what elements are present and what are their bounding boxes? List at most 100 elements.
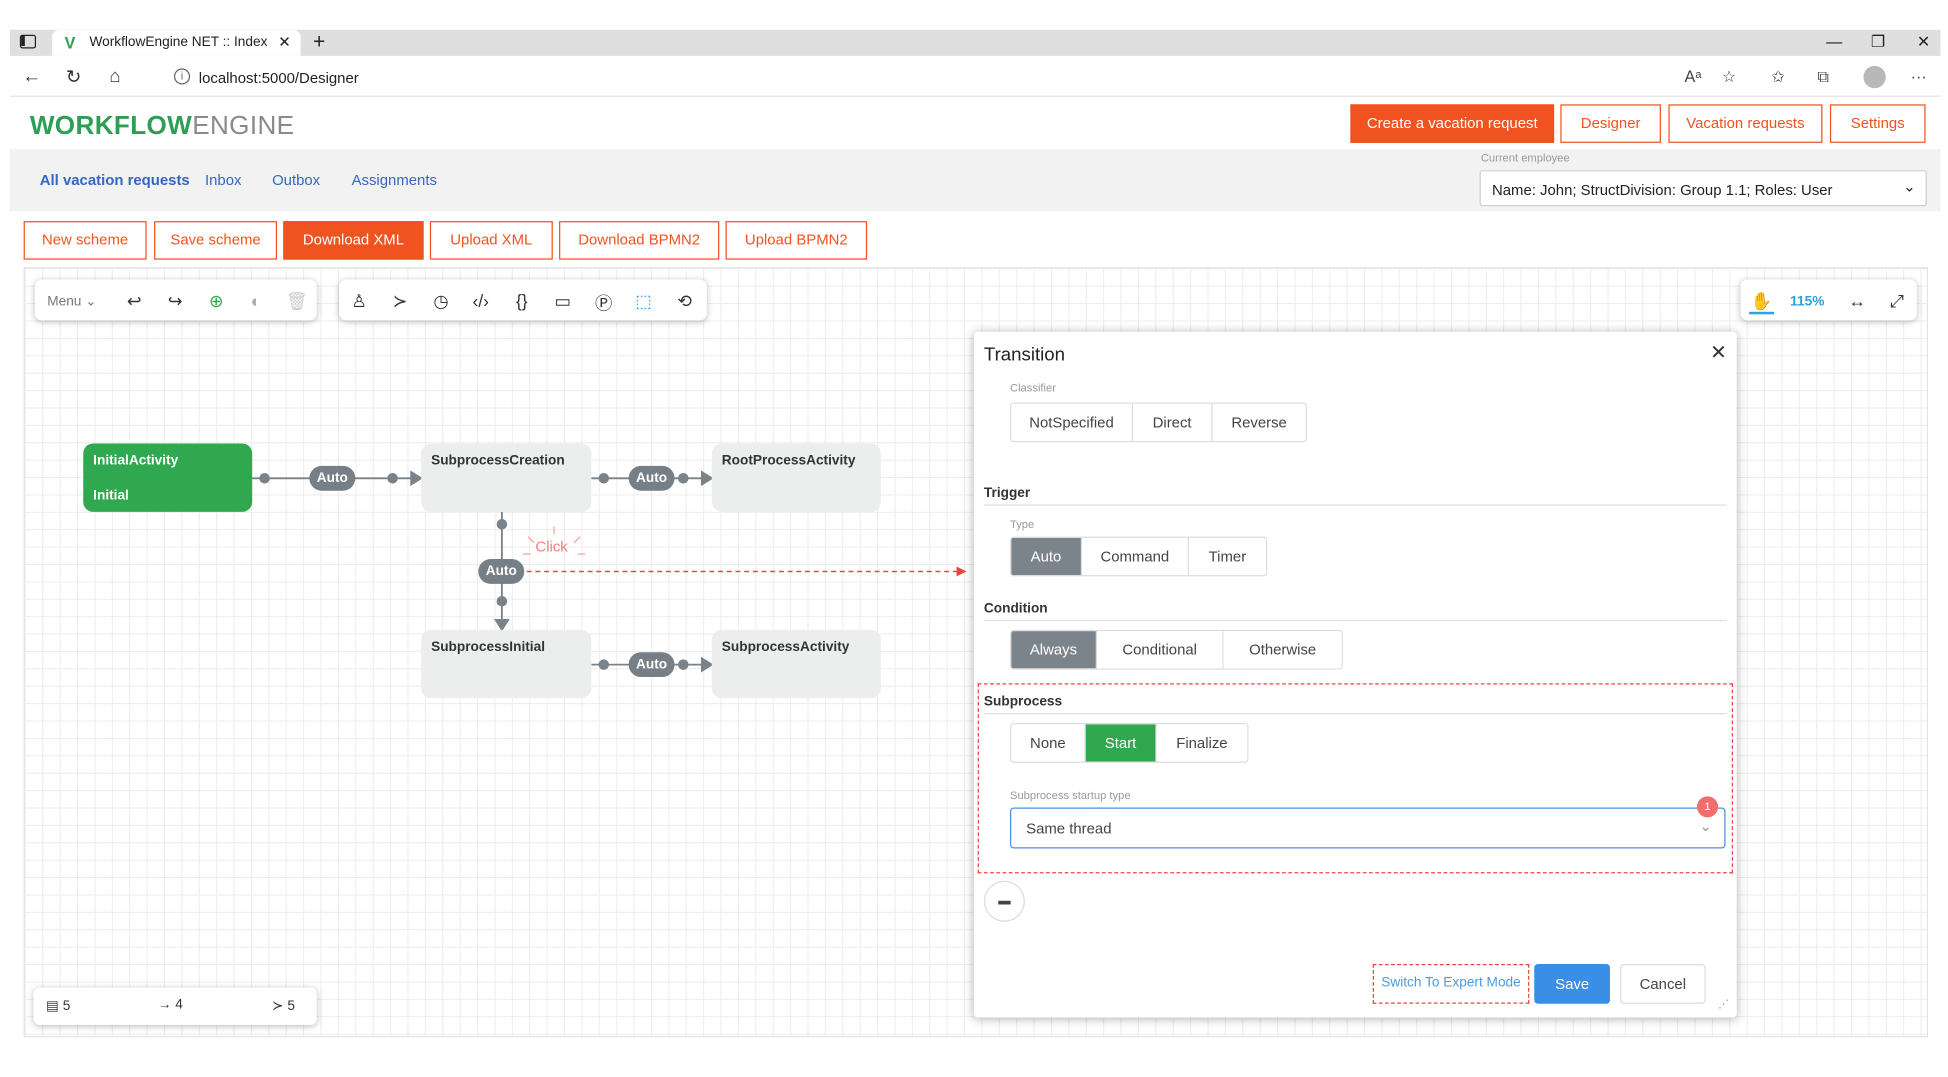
collections-icon[interactable]: ⧉ [1817,67,1830,86]
nav-assignments[interactable]: Assignments [351,171,437,189]
classifier-notspecified[interactable]: NotSpecified [1011,403,1133,442]
app-logo[interactable]: WORKFLOWENGINE [30,112,295,142]
vacation-requests-button[interactable]: Vacation requests [1668,104,1823,143]
close-icon[interactable]: ✕ [1710,342,1727,364]
commands-icon[interactable]: ≻ [392,290,408,311]
transitions-counter[interactable]: → 4 [158,998,183,1013]
save-button[interactable]: Save [1534,964,1611,1004]
activities-counter[interactable]: ▤ 5 [46,998,70,1014]
zoom-level[interactable]: 115% [1790,294,1825,310]
selection-icon[interactable]: ⬚ [635,290,652,311]
element-counters: ▤ 5 → 4 ≻ 5 [33,987,317,1025]
activity-subprocess-creation[interactable]: SubprocessCreation [421,443,592,512]
subprocess-start[interactable]: Start [1085,724,1157,762]
elements-toolbar: ♙ ≻ ◷ ‹/› {} ▭ Ⓟ ⬚ ⟲ [339,279,707,321]
transition-auto[interactable]: Auto [628,465,675,491]
classifier-reverse[interactable]: Reverse [1212,403,1306,442]
delete-icon[interactable]: 🗑 [285,290,308,311]
trigger-command[interactable]: Command [1082,537,1189,576]
startup-type-label: Subprocess startup type [1009,788,1131,802]
profile-avatar[interactable] [1863,65,1886,89]
home-icon[interactable]: ⌂ [109,65,121,87]
menu-toolbar: Menu ⌄ ↩ ↪ ⊕ ◐ 🗑 [34,279,317,321]
current-employee-value: Name: John; StructDivision: Group 1.1; R… [1492,181,1833,199]
commands-counter[interactable]: ≻ 5 [272,998,295,1014]
settings-button[interactable]: Settings [1829,104,1926,143]
activity-subprocess-activity[interactable]: SubprocessActivity [711,629,881,699]
code-actions-icon[interactable]: ‹/› [472,290,489,311]
actors-icon[interactable]: ♙ [351,290,367,311]
condition-always[interactable]: Always [1011,631,1097,669]
toggle-icon[interactable]: ◐ [250,290,262,311]
pan-hand-icon[interactable]: ✋ [1749,291,1775,315]
switch-to-expert-mode-button[interactable]: Switch To Expert Mode [1372,964,1530,1004]
localization-icon[interactable]: ▭ [554,290,571,311]
activity-subprocess-initial[interactable]: SubprocessInitial [421,629,592,699]
browser-tab[interactable]: V WorkflowEngine NET :: Index ✕ [52,29,301,56]
tab-actions-icon[interactable] [19,34,37,49]
logo-bold-text: WORKFLOW [29,111,193,141]
minimize-icon[interactable]: — [1826,32,1843,51]
timers-icon[interactable]: ◷ [433,290,449,311]
add-activity-icon[interactable]: ⊕ [208,290,224,311]
condition-conditional[interactable]: Conditional [1096,631,1224,669]
history-icon[interactable]: ⟲ [677,290,692,311]
transition-auto[interactable]: Auto [628,652,675,678]
refresh-icon[interactable]: ↻ [65,67,82,89]
subprocess-finalize[interactable]: Finalize [1156,724,1248,762]
trigger-auto[interactable]: Auto [1011,537,1083,576]
parameters-icon[interactable]: {} [515,290,528,311]
new-tab-icon[interactable]: + [313,29,326,54]
favorite-add-icon[interactable]: ☆ [1721,67,1737,86]
condition-otherwise[interactable]: Otherwise [1223,631,1342,669]
current-employee-select[interactable]: Name: John; StructDivision: Group 1.1; R… [1479,170,1927,207]
transitions-count: 4 [175,997,183,1013]
upload-xml-button[interactable]: Upload XML [429,221,553,260]
redo-icon[interactable]: ↪ [167,290,183,311]
classifier-direct[interactable]: Direct [1132,403,1213,442]
close-tab-icon[interactable]: ✕ [278,33,291,51]
nav-all-vacation-requests[interactable]: All vacation requests [39,171,190,189]
fit-width-icon[interactable]: ↔ [1848,290,1866,311]
panel-title: Transition [983,344,1066,366]
more-icon[interactable]: ··· [1910,67,1927,86]
favorites-icon[interactable]: ✩ [1771,67,1786,86]
chevron-down-icon: ⌄ [1903,177,1916,196]
create-vacation-request-button[interactable]: Create a vacation request [1350,104,1555,143]
commands-icon: ≻ [272,998,284,1014]
startup-type-select[interactable]: Same thread ⌄ [1009,807,1726,849]
back-icon[interactable]: ← [22,65,41,87]
undo-icon[interactable]: ↩ [126,290,142,311]
trigger-timer[interactable]: Timer [1188,537,1266,576]
upload-bpmn2-button[interactable]: Upload BPMN2 [725,221,868,260]
startup-type-value: Same thread [1026,819,1112,838]
info-icon[interactable]: i [173,68,191,85]
type-label: Type [1009,518,1035,531]
save-scheme-button[interactable]: Save scheme [154,221,278,260]
download-xml-button[interactable]: Download XML [283,221,424,260]
read-aloud-icon[interactable]: Aᵃ [1684,67,1702,86]
resize-handle-icon[interactable]: ⋰ [1718,997,1730,1010]
cancel-button[interactable]: Cancel [1619,964,1706,1004]
activity-root-process[interactable]: RootProcessActivity [711,443,881,512]
fullscreen-icon[interactable]: ⤢ [1890,290,1904,311]
activity-state: Initial [93,488,129,504]
click-hint: Click [535,537,568,556]
new-scheme-button[interactable]: New scheme [23,221,147,260]
process-info-icon[interactable]: Ⓟ [595,293,613,314]
subprocess-none[interactable]: None [1011,724,1086,762]
url-field[interactable]: localhost:5000/Designer [198,69,359,87]
download-bpmn2-button[interactable]: Download BPMN2 [559,221,720,260]
menu-dropdown[interactable]: Menu ⌄ [47,294,97,310]
condition-segmented: Always Conditional Otherwise [1009,629,1343,670]
nav-outbox[interactable]: Outbox [272,171,321,189]
activity-name: InitialActivity [93,453,179,469]
comment-icon[interactable]: ▬ [983,880,1025,922]
restore-icon[interactable]: ❐ [1870,32,1886,51]
designer-button[interactable]: Designer [1560,104,1661,143]
nav-inbox[interactable]: Inbox [204,171,242,189]
close-window-icon[interactable]: ✕ [1916,32,1931,51]
activity-initial[interactable]: InitialActivity Initial [83,443,253,512]
transition-auto[interactable]: Auto [309,465,356,491]
transition-auto-selected[interactable]: Auto [478,559,525,584]
